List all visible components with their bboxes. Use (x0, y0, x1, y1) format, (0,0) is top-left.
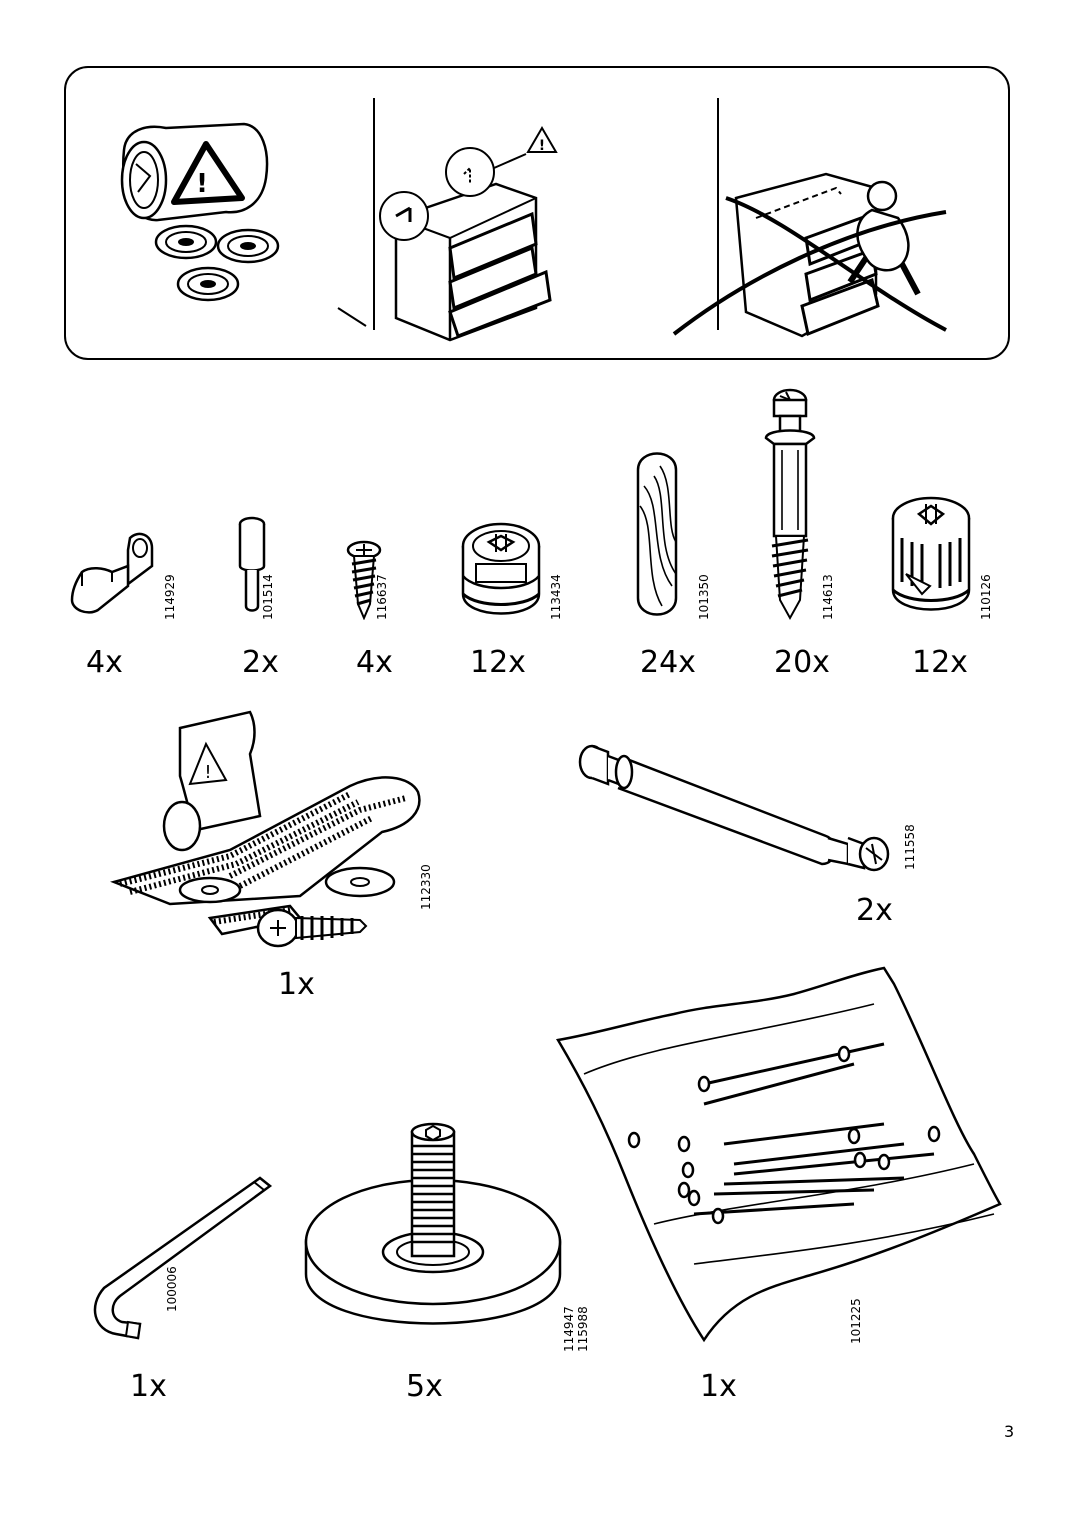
part-code: 101514 (261, 574, 275, 620)
part-quantity: 24x (640, 645, 696, 680)
part-quantity: 1x (278, 967, 315, 1002)
wall-bracket-icon (68, 526, 168, 626)
washer-icon (154, 224, 280, 302)
warning-leaflet-icon: ! (120, 122, 269, 222)
screw-icon (344, 540, 384, 620)
part-quantity: 4x (86, 645, 123, 680)
part-code: 116637 (375, 574, 389, 620)
part-code: 101225 (849, 1298, 863, 1344)
part-code: 100006 (165, 1266, 179, 1312)
part-quantity: 2x (242, 645, 279, 680)
part-code: 110126 (979, 574, 993, 620)
part-quantity: 2x (856, 893, 893, 928)
part-code: 114613 (821, 574, 835, 620)
part-quantity: 20x (774, 645, 830, 680)
part-code: 112330 (419, 864, 433, 910)
part-quantity: 4x (356, 645, 393, 680)
cam-lock-icon (886, 494, 976, 620)
svg-text:!: ! (204, 762, 211, 783)
part-quantity: 12x (912, 645, 968, 680)
part-quantity: 12x (470, 645, 526, 680)
warning-panel: ! ! (64, 66, 1010, 360)
part-code: 113434 (549, 574, 563, 620)
adjustable-foot-icon (300, 1118, 570, 1354)
cam-lock-icon (456, 520, 546, 624)
nail-bag-icon (554, 964, 1014, 1354)
part-quantity: 1x (700, 1369, 737, 1404)
pin-icon (234, 516, 270, 612)
allen-key-icon (74, 1172, 274, 1342)
part-code: 114929 (163, 574, 177, 620)
part-code: 101350 (697, 574, 711, 620)
double-cam-bolt-icon (576, 740, 896, 880)
svg-text:!: ! (196, 169, 208, 199)
no-climbing-icon (672, 172, 947, 338)
svg-text:!: ! (539, 138, 545, 154)
part-code: 111558 (903, 824, 917, 870)
warning-illustration: ! ! (120, 98, 947, 342)
anti-tip-strap-icon: ! (110, 706, 430, 956)
cam-bolt-icon (762, 386, 818, 622)
page-number: 3 (1004, 1422, 1015, 1441)
part-quantity: 5x (406, 1369, 443, 1404)
dresser-wall-icon: ! (337, 126, 558, 342)
part-quantity: 1x (130, 1369, 167, 1404)
wooden-dowel-icon (632, 446, 682, 622)
